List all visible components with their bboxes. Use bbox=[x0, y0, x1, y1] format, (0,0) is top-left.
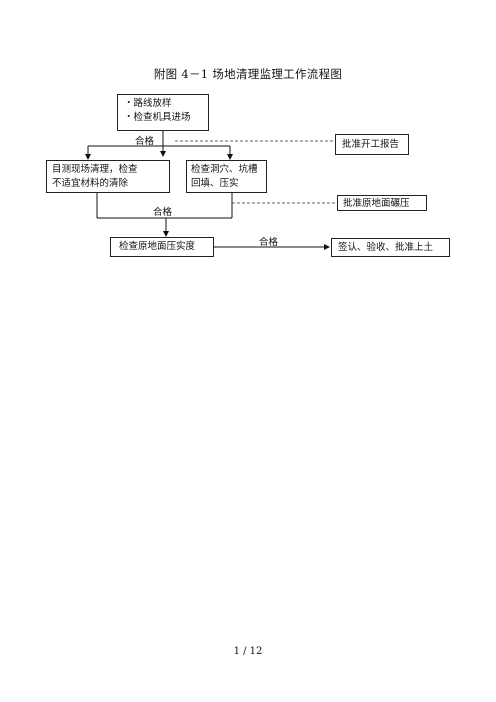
page-number: 1 / 12 bbox=[233, 646, 263, 657]
hole-check-box: 检查洞穴、坑槽 回填、压实 bbox=[186, 160, 267, 193]
compaction-text: 检查原地面压实度 bbox=[119, 241, 196, 252]
page-title: 附图 4－1 场地清理监理工作流程图 bbox=[153, 67, 343, 81]
visual-clear-box: 目测现场清理，检查 不适宜材料的清除 bbox=[46, 160, 170, 193]
pass-label-1: 合格 bbox=[135, 136, 155, 147]
sign-off-box: 签认、验收、批准上土 bbox=[331, 238, 450, 257]
approve-start-box: 批准开工报告 bbox=[335, 134, 409, 155]
pass-label-2: 合格 bbox=[153, 207, 173, 218]
approve-ground-box: 批准原地面碾压 bbox=[337, 195, 427, 211]
hole-check-line-2: 回填、压实 bbox=[191, 178, 239, 189]
start-box: ・路线放样 ・检查机具进场 bbox=[117, 94, 209, 131]
start-line-2: ・检查机具进场 bbox=[124, 112, 191, 123]
visual-clear-line-2: 不适宜材料的清除 bbox=[52, 178, 129, 189]
hole-check-line-1: 检查洞穴、坑槽 bbox=[191, 164, 258, 175]
sign-off-text: 签认、验收、批准上土 bbox=[338, 242, 434, 253]
compaction-box: 检查原地面压实度 bbox=[110, 237, 214, 257]
approve-ground-text: 批准原地面碾压 bbox=[343, 198, 410, 209]
visual-clear-line-1: 目测现场清理，检查 bbox=[52, 164, 138, 175]
pass-label-3: 合格 bbox=[259, 237, 279, 248]
approve-start-text: 批准开工报告 bbox=[342, 139, 400, 150]
start-line-1: ・路线放样 bbox=[124, 98, 172, 109]
